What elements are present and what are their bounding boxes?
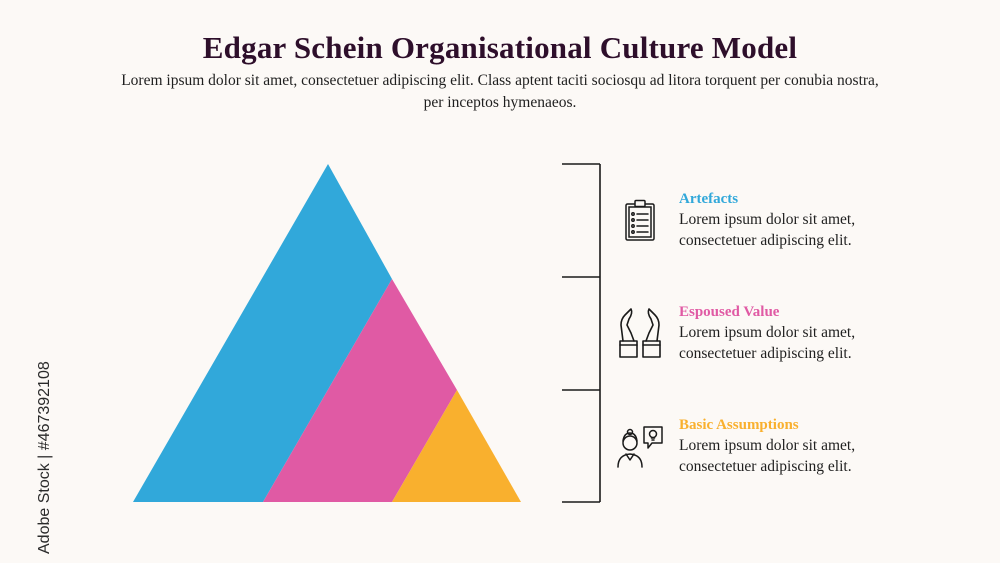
stock-watermark: Adobe Stock | #467392108 <box>36 361 53 554</box>
pyramid-layer-artefacts <box>133 164 392 502</box>
person-idea-icon <box>617 426 663 468</box>
level-heading: Basic Assumptions <box>679 417 799 433</box>
page-title: Edgar Schein Organisational Culture Mode… <box>202 30 798 65</box>
level-item-basic-assumptions: Basic Assumptions Lorem ipsum dolor sit … <box>679 415 979 477</box>
level-description-line2: consectetuer adipiscing elit. <box>679 232 852 249</box>
level-description-line2: consectetuer adipiscing elit. <box>679 345 852 362</box>
clipboard-icon <box>625 199 655 241</box>
level-heading: Artefacts <box>679 191 739 207</box>
level-description-line1: Lorem ipsum dolor sit amet, <box>679 437 856 454</box>
pyramid-layer-basic-assumptions <box>392 390 521 502</box>
level-description-line2: consectetuer adipiscing elit. <box>679 458 852 475</box>
level-description-line1: Lorem ipsum dolor sit amet, <box>679 211 856 228</box>
raised-hands-icon <box>619 308 661 358</box>
level-item-espoused-value: Espoused Value Lorem ipsum dolor sit ame… <box>679 302 979 364</box>
level-item-artefacts: Artefacts Lorem ipsum dolor sit amet, co… <box>679 189 979 251</box>
level-heading: Espoused Value <box>679 304 780 320</box>
page-subtitle: Lorem ipsum dolor sit amet, consectetuer… <box>121 72 879 111</box>
level-description-line1: Lorem ipsum dolor sit amet, <box>679 324 856 341</box>
pyramid-layer-espoused-value <box>263 279 457 502</box>
